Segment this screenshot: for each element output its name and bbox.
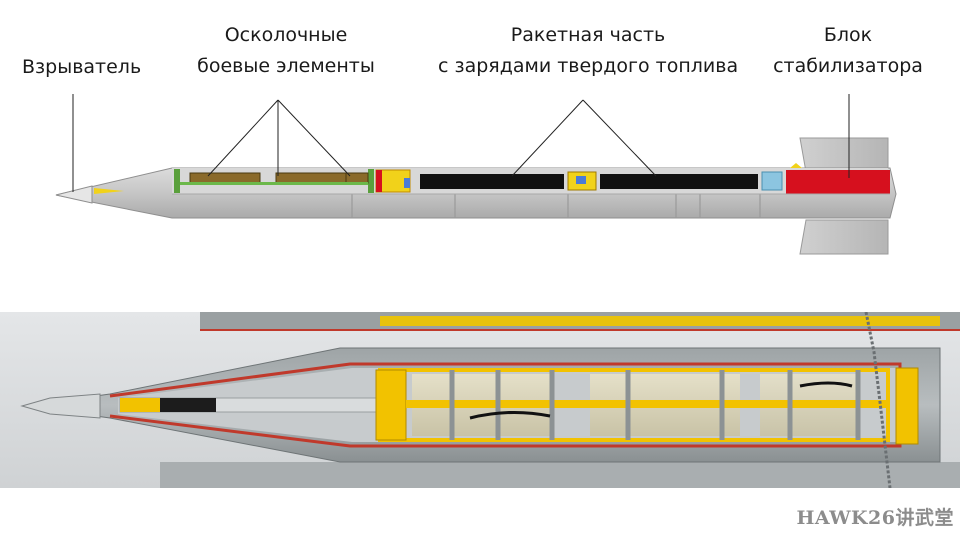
label-rocket-line1: Ракетная часть (510, 24, 666, 46)
label-fuze: Взрыватель (22, 52, 141, 83)
label-fuze-text: Взрыватель (22, 56, 142, 78)
nozzle-block (761, 171, 783, 191)
fragment-elements-left (189, 172, 261, 184)
core-rod (406, 400, 886, 408)
label-stabilizer-block: Блок стабилизатора (770, 20, 926, 82)
propellant-separator-blue (576, 176, 586, 184)
lower-fin (799, 219, 889, 255)
wiring (799, 381, 853, 388)
label-stabilizer-line2: стабилизатора (773, 55, 923, 77)
background-rocket-yellow (380, 316, 940, 326)
rear-ring (895, 367, 919, 445)
label-stabilizer-line1: Блок (823, 24, 873, 46)
fragment-elements-right (345, 172, 369, 184)
section-seams (351, 194, 761, 218)
fragment-elements-mid (275, 172, 347, 184)
junction-red (376, 170, 382, 192)
hanging-rope (864, 312, 892, 488)
fragment-section-frame (368, 169, 374, 193)
wiring (469, 410, 551, 420)
watermark: HAWK26讲武堂 (796, 507, 954, 529)
propellant-charge-1 (420, 174, 564, 189)
cutaway-photo (0, 312, 960, 488)
stabilizer-marker (790, 163, 802, 168)
background-rocket-lower (160, 462, 960, 488)
fuze-marker (94, 188, 124, 194)
leader-lines (72, 94, 850, 192)
fragment-green-bar (180, 182, 368, 185)
label-rocket-section: Ракетная часть с зарядами твердого топли… (438, 20, 738, 82)
label-fragmentation-elements: Осколочные боевые элементы (196, 20, 376, 82)
fragment-section-frame (174, 169, 180, 193)
upper-fin (799, 137, 889, 173)
rocket-schematic (55, 94, 897, 255)
photo-fuze (20, 393, 101, 419)
label-rocket-line2: с зарядами твердого топлива (438, 55, 739, 77)
label-fragmentation-line2: боевые элементы (197, 55, 375, 77)
detonator-black (160, 398, 216, 412)
motor-bulkhead (375, 369, 407, 441)
junction-blue (404, 178, 410, 188)
fuze-body-yellow (120, 398, 160, 412)
frame-ribs (449, 370, 861, 440)
stabilizer-block (786, 170, 890, 194)
label-fragmentation-line1: Осколочные (224, 24, 348, 46)
fuze-tip (55, 185, 93, 204)
propellant-charge-2 (600, 174, 758, 189)
